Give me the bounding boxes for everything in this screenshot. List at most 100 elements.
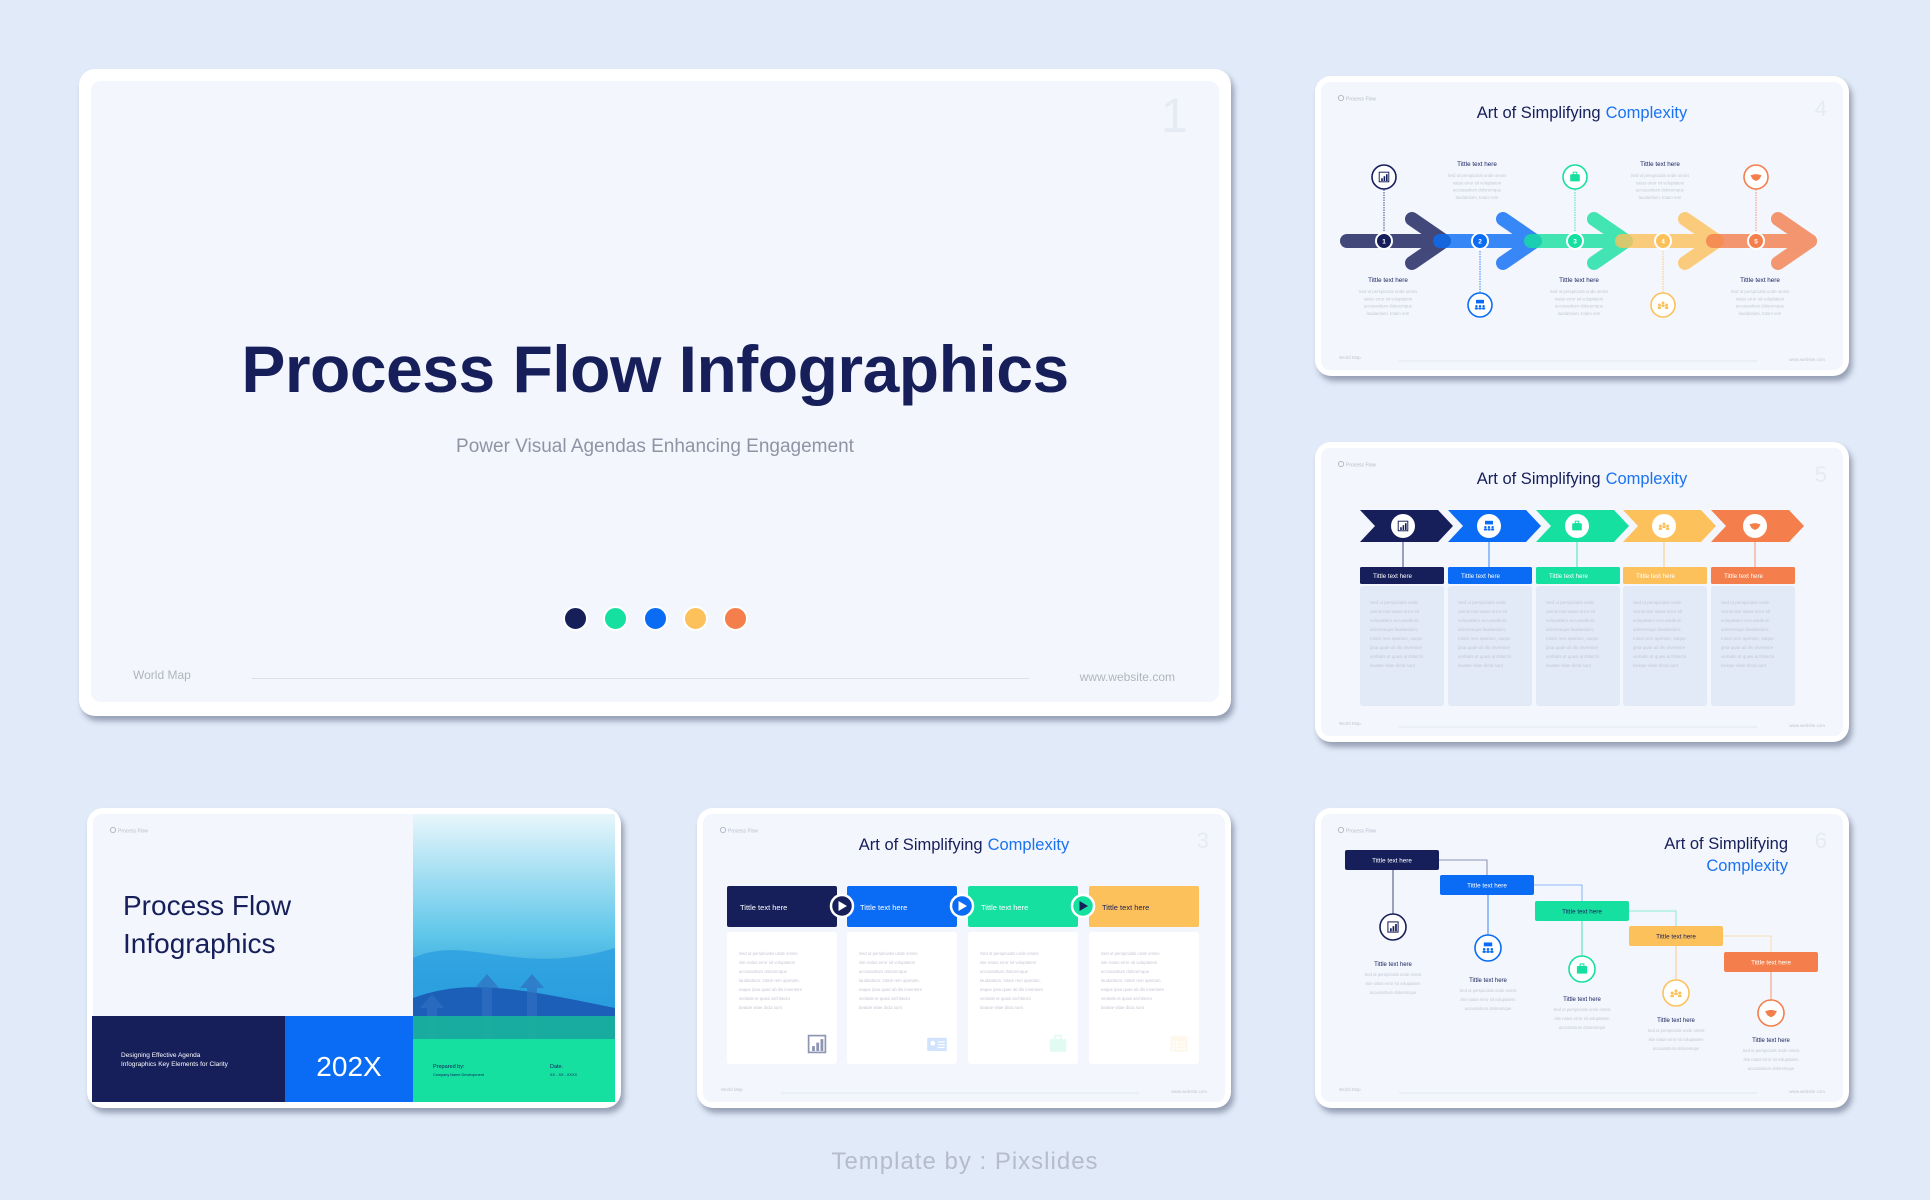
slide-number: 1	[1161, 90, 1188, 143]
body-text-line: beatae vitae dicta sunt	[1101, 1005, 1145, 1010]
body-text-line: veritatis et quasi architecto	[1721, 654, 1775, 659]
connector-line	[1629, 910, 1677, 926]
title-accent: Complexity	[1606, 104, 1688, 122]
brand-label: Process Flow	[1346, 829, 1376, 835]
body-text-line: laudantium, totam rem	[1456, 195, 1499, 200]
body-text-line: doloremque laudantium,	[1458, 627, 1506, 632]
step-box	[1440, 875, 1534, 895]
presentation-icon	[1483, 520, 1495, 531]
body-text-line: iste natus error sit voluptatem	[739, 960, 796, 965]
step-title: Tittle text here	[1368, 277, 1408, 284]
presentation-icon	[1482, 942, 1494, 953]
briefcase-icon	[1576, 963, 1588, 974]
presentation-icon	[1474, 299, 1486, 310]
footer-left: World Map	[1339, 355, 1361, 360]
tagline-panel	[92, 1016, 285, 1102]
body-text-line: beatae vitae dicta sunt	[1633, 663, 1679, 668]
step-body-card	[1089, 932, 1199, 1064]
footer-left: World Map	[721, 1087, 743, 1092]
gear-icon	[1337, 94, 1345, 102]
step-box	[1724, 952, 1818, 972]
palette-dots	[79, 606, 1231, 631]
play-connector-button[interactable]	[1070, 893, 1096, 919]
slide-1-title[interactable]: 1 Process Flow Infographics Power Visual…	[79, 69, 1231, 716]
body-text-line: eaque ipsa quae ab illo inventore	[980, 987, 1044, 992]
body-text-line: veritatis et quasi architecto	[859, 996, 910, 1001]
body-text-line: ipsa quae ab illo inventore	[1458, 645, 1511, 650]
body-text-line: beatae vitae dicta sunt	[1721, 663, 1767, 668]
play-icon	[1079, 901, 1088, 911]
id-card-icon	[927, 1037, 947, 1051]
connector-line	[1534, 884, 1583, 901]
body-text-line: Sed ut perspiciatis unde	[1458, 600, 1507, 605]
step-title: Tittle text here	[1457, 161, 1497, 168]
body-text-line: laudantium, totam rem aperiam,	[859, 978, 920, 983]
team-icon	[1658, 522, 1670, 530]
column-body-box	[1711, 586, 1795, 706]
column-title: Tittle text here	[1549, 573, 1589, 580]
step-header	[968, 886, 1078, 927]
body-text-line: iste natus error sit voluptatem	[1649, 1037, 1704, 1042]
cover-year: 202X	[316, 1051, 382, 1082]
body-text-line: veritatis et quasi architecto	[1458, 654, 1512, 659]
body-text-line: iste natus error sit voluptatem	[1101, 960, 1158, 965]
body-text-line: accusantium doloremque	[1555, 304, 1604, 309]
body-text-line: iste natus error sit voluptatem	[859, 960, 916, 965]
body-text-line: totam rem aperiam, eaque	[1721, 636, 1774, 641]
body-text-line: laudantium, totam rem	[1639, 195, 1682, 200]
palette-dot-navy	[562, 606, 588, 631]
column-title: Tittle text here	[1373, 573, 1413, 580]
chart-icon	[1378, 171, 1390, 183]
brand-label: Process Flow	[728, 829, 758, 835]
step-box-label: Tittle text here	[1562, 909, 1602, 916]
body-text-line: omnis iste natus error sit	[1546, 609, 1596, 614]
step-number-badge	[1375, 232, 1393, 250]
body-text-line: beatae vitae dicta sunt	[1546, 663, 1592, 668]
handshake-icon	[1750, 174, 1762, 181]
step-body-card	[968, 932, 1078, 1064]
palette-dot-yellow	[682, 606, 708, 631]
play-connector-button[interactable]	[949, 893, 975, 919]
body-text-line: omnis iste natus error sit	[1721, 609, 1771, 614]
body-text-line: laudantium, totam rem aperiam,	[980, 978, 1041, 983]
cover-tagline-line2: Infographics Key Elements for Clarity	[121, 1061, 229, 1068]
step-header	[1089, 886, 1199, 927]
body-text-line: voluptatem accusantium	[1370, 618, 1419, 623]
calendar-icon	[1170, 1036, 1188, 1052]
body-text-line: veritatis et quasi architecto	[739, 996, 790, 1001]
body-text-line: Sed ut perspiciatis unde omnis	[1647, 1028, 1704, 1033]
body-text-line: iste natus error sit voluptatem	[1366, 981, 1421, 986]
body-text-line: totam rem aperiam, eaque	[1458, 636, 1511, 641]
body-text-line: laudantium, totam rem aperiam,	[1101, 978, 1162, 983]
play-connector-button[interactable]	[829, 893, 855, 919]
step-number: 4	[1661, 239, 1665, 246]
step-title: Tittle text here	[1752, 1038, 1790, 1044]
step-number: 1	[1382, 239, 1386, 246]
footer-left: World Map	[133, 668, 191, 682]
prepared-value: Company Name Development	[433, 1073, 485, 1077]
body-text-line: beatae vitae dicta sunt	[739, 1005, 783, 1010]
title-main: Art of Simplifying	[1477, 470, 1601, 488]
step-title: Tittle text here	[981, 903, 1028, 912]
step-title: Tittle text here	[1559, 277, 1599, 284]
step-title: Tittle text here	[1563, 997, 1601, 1003]
body-text-line: Sed ut perspiciatis unde	[1721, 600, 1770, 605]
body-text-line: beatae vitae dicta sunt	[980, 1005, 1024, 1010]
body-text-line: ipsa quae ab illo inventore	[1721, 645, 1774, 650]
palette-dot-blue	[642, 606, 668, 631]
